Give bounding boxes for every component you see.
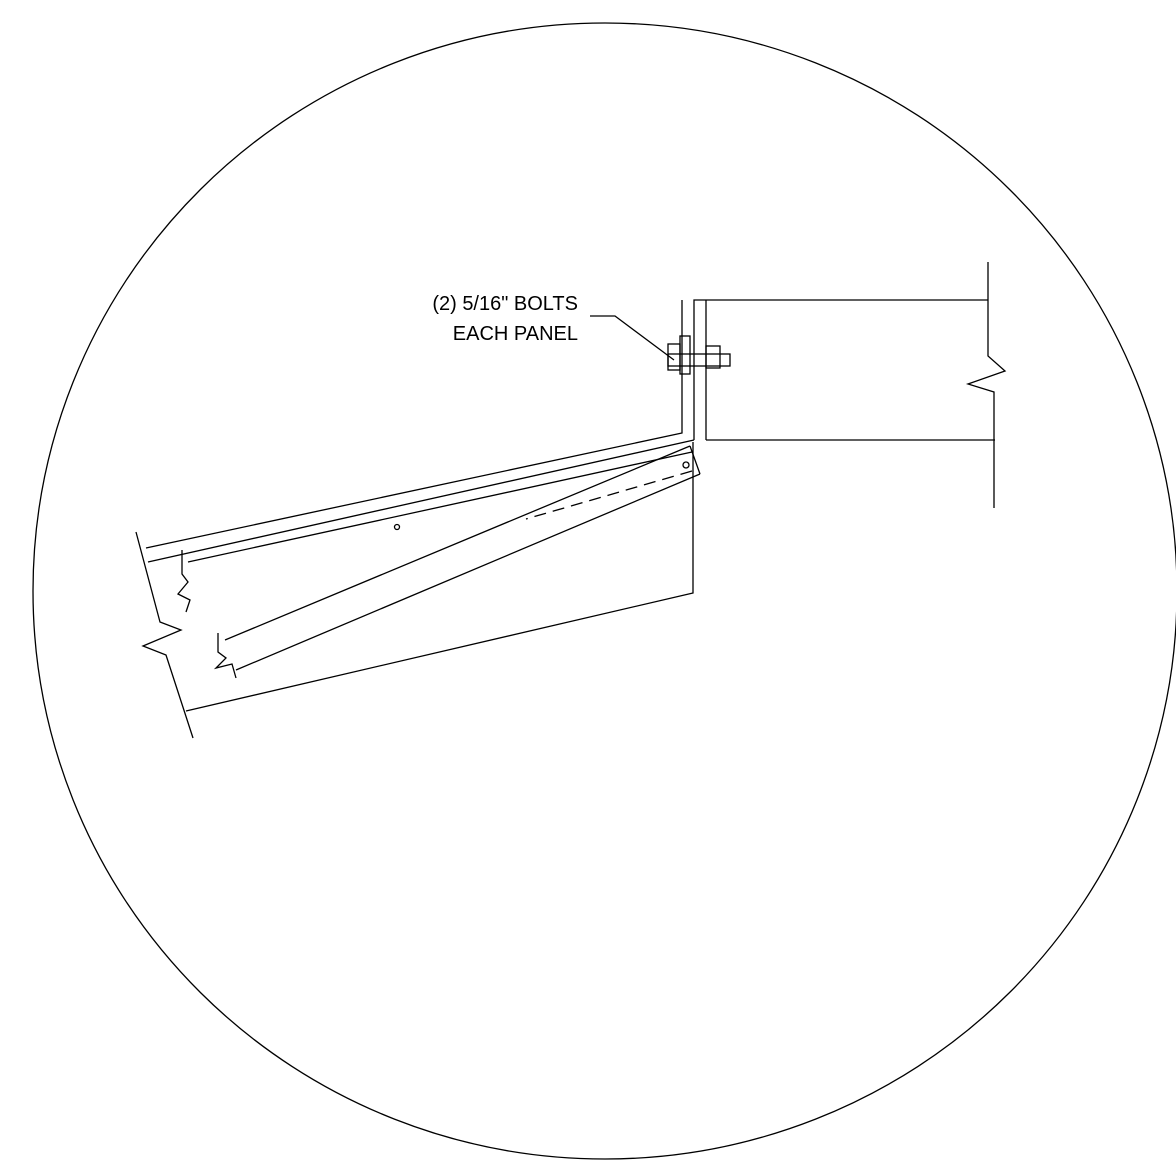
brace-bottom: [235, 473, 701, 671]
detail-circle: [32, 22, 1176, 1160]
brace-hidden-line: [525, 470, 693, 520]
rivet-brace: [682, 461, 690, 469]
lower-panel: [135, 442, 694, 739]
brace-top: [224, 445, 691, 641]
left-break-line: [135, 531, 194, 739]
angle-outer: [145, 300, 683, 549]
brace-break: [213, 633, 237, 679]
angle-inner: [147, 439, 695, 563]
upper-member: [176, 451, 693, 613]
right-panel: [693, 262, 1007, 508]
rivet-upper: [393, 523, 401, 531]
callout-line-2: EACH PANEL: [453, 323, 578, 345]
upper-member-break: [176, 550, 191, 613]
right-break-line-upper: [965, 262, 1007, 508]
right-panel-outline: [693, 299, 988, 440]
upper-member-bottom: [187, 451, 693, 563]
bolt-head: [705, 345, 721, 369]
callout-line-1: (2) 5/16" BOLTS: [432, 293, 578, 315]
brace-end-cut: [689, 445, 701, 475]
diagonal-brace: [213, 445, 701, 679]
callout-leader: [590, 315, 675, 361]
connection-angle: [145, 300, 695, 563]
bolt-assembly: [667, 335, 731, 375]
lower-panel-outline: [185, 442, 694, 712]
bolt-shank: [667, 353, 731, 367]
